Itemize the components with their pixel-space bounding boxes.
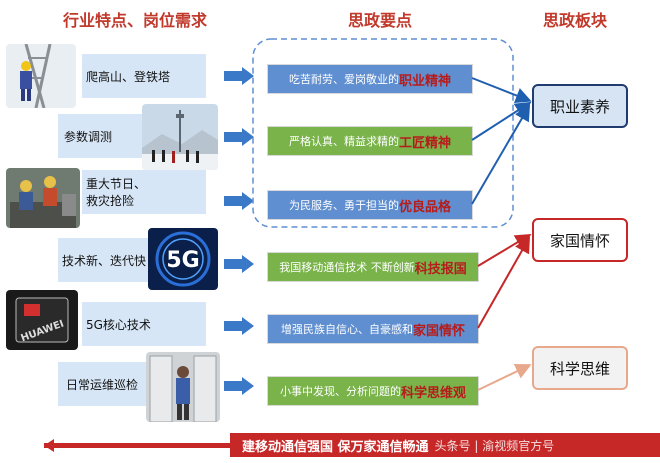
header-industry: 行业特点、岗位需求 [62,11,207,30]
module-scientific-thinking: 科学思维 [532,346,628,390]
connector-line [471,77,532,104]
feature-maintenance: 日常运维巡检 [58,362,162,406]
point-scientific-thinking: 小事中发现、分析问题的科学思维观 [267,376,479,406]
module-label: 职业素养 [549,97,610,116]
point-keyword: 科学思维观 [400,385,466,401]
arrow-right-icon [224,67,254,85]
arrow-right-icon [224,192,254,210]
point-text: 我国移动通信技术 不断创新 [279,261,415,274]
feature-5g-core: 5G核心技术 [82,302,206,346]
point-keyword: 科技报国 [414,261,467,277]
point-keyword: 优良品格 [398,199,451,215]
feature-tech-iteration: 技术新、迭代快 [58,238,158,282]
footer-arrow-line [44,439,234,452]
point-text: 增强民族自信心、自豪感和 [280,323,413,336]
connector-line [477,233,532,267]
arrow-right-icon [224,377,254,395]
feature-label: 重大节日、 救灾抢险 [86,177,147,208]
feature-emergency: 重大节日、 救灾抢险 [82,170,206,214]
tower-climber-photo [6,44,76,108]
module-label: 家国情怀 [549,231,610,250]
point-craftsman-spirit: 严格认真、精益求精的工匠精神 [267,126,473,156]
point-keyword: 家国情怀 [412,323,465,339]
footer-slogan: 建移动通信强国 保万家通信畅通 [242,439,429,455]
feature-label: 技术新、迭代快 [62,253,147,268]
feature-climb: 爬高山、登铁塔 [82,54,206,98]
point-text: 小事中发现、分析问题的 [279,385,401,398]
feature-label: 爬高山、登铁塔 [86,69,171,84]
point-national-sentiment: 增强民族自信心、自豪感和家国情怀 [267,314,479,344]
point-text: 为民服务、勇于担当的 [288,199,399,212]
header-modules: 思政板块 [542,11,607,30]
huawei-chip-photo: HUAWEI [6,290,78,350]
feature-label: 参数调测 [64,129,113,144]
module-label: 科学思维 [549,359,610,378]
arrow-right-icon [224,317,254,335]
connector-line [477,236,530,329]
feature-label: 日常运维巡检 [66,377,139,392]
dashed-group-outline [252,38,514,228]
module-patriotism: 家国情怀 [532,218,628,262]
connector-line [477,363,532,391]
point-tech-patriotism: 我国移动通信技术 不断创新科技报国 [267,252,479,282]
watermark: 头条号 | 渝视频官方号 [434,438,555,453]
header-key-points: 思政要点 [347,11,412,30]
5g-logo-photo: 5G [148,228,218,290]
signal-tower-photo [142,104,218,170]
server-room-photo [146,352,220,422]
point-text: 吃苦耐劳、爱岗敬业的 [288,73,399,86]
footer-slogan-bar: 建移动通信强国 保万家通信畅通 头条号 | 渝视频官方号 [230,433,660,457]
module-professional-literacy: 职业素养 [532,84,628,128]
point-professional-spirit: 吃苦耐劳、爱岗敬业的职业精神 [267,64,473,94]
connector-line [471,104,531,205]
point-text: 严格认真、精益求精的 [288,135,399,148]
rescue-workers-photo [6,168,80,228]
point-keyword: 工匠精神 [398,135,451,151]
arrow-right-icon [224,255,254,273]
5g-logo-text: 5G [166,248,199,273]
feature-label: 5G核心技术 [86,317,151,332]
point-good-character: 为民服务、勇于担当的优良品格 [267,190,473,220]
point-keyword: 职业精神 [398,73,451,89]
arrow-right-icon [224,128,254,146]
